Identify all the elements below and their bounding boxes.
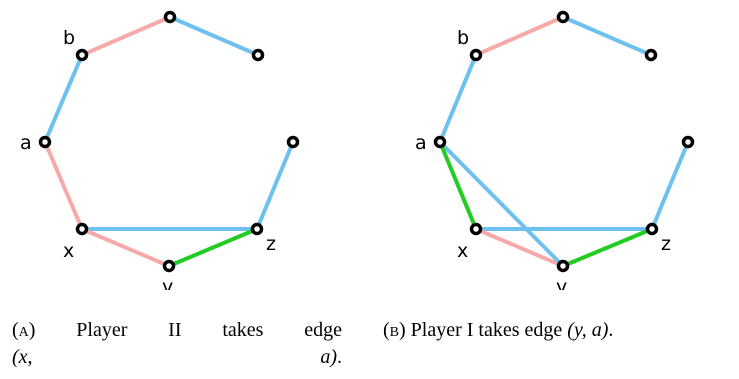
label-b: b [63, 27, 75, 49]
edge-y-z [167, 227, 259, 268]
label-a: a [415, 132, 427, 154]
caption-a-math: (x, a) [12, 346, 337, 368]
caption-b-text: Player I takes edge [410, 319, 563, 341]
edge-top-right [561, 15, 653, 57]
vertex-top-right [251, 48, 265, 62]
edge-z-right [650, 140, 690, 231]
label-a: a [20, 132, 32, 154]
caption-b-math: (y, a) [567, 319, 609, 341]
edge-y-z [561, 227, 654, 268]
edge-b-top [80, 15, 172, 57]
game-figure: b a x y z b a x y z [20, 10, 695, 290]
vertex-b [75, 48, 89, 62]
edge-b-top [474, 15, 565, 57]
edge-x-y [474, 227, 565, 268]
panel-b-graph: b a x y z [415, 10, 695, 290]
caption-b-end: . [608, 319, 614, 341]
vertex-y [556, 259, 570, 273]
vertex-a [433, 135, 447, 149]
vertex-b [469, 48, 483, 62]
vertex-z [250, 222, 264, 236]
vertex-y [162, 259, 176, 273]
edge-a-x [438, 140, 478, 231]
caption-b-tag: (b) [383, 319, 406, 341]
caption-a-line1: (a) Player II takes edge [12, 317, 342, 344]
label-x: x [63, 240, 74, 262]
vertex-right [286, 135, 300, 149]
vertex-a [38, 135, 52, 149]
vertex-top [556, 10, 570, 24]
edge-x-y [80, 227, 171, 268]
caption-a: (a) Player II takes edge (x, a). [12, 317, 342, 371]
label-z: z [266, 233, 276, 255]
label-z: z [661, 233, 671, 255]
edge-a-x [43, 140, 84, 231]
edge-top-right [168, 15, 260, 57]
caption-a-line2: (x, a). [12, 344, 342, 371]
edge-z-right [255, 140, 295, 231]
vertex-top-right [644, 48, 658, 62]
vertex-x [75, 222, 89, 236]
caption-a-text: Player II takes edge [76, 319, 342, 341]
label-x: x [457, 240, 468, 262]
panel-a-graph: b a x y z [20, 10, 300, 290]
edge-a-b [438, 53, 478, 144]
vertex-top [163, 10, 177, 24]
caption-a-tag: (a) [12, 319, 36, 341]
vertex-x [469, 222, 483, 236]
caption-b: (b) Player I takes edge (y, a). [383, 317, 733, 344]
caption-a-end: . [337, 346, 342, 368]
edge-a-b [43, 53, 84, 144]
vertex-right [681, 135, 695, 149]
label-y: y [162, 276, 173, 290]
label-y: y [556, 276, 567, 290]
vertex-z [645, 222, 659, 236]
edge-a-y [438, 140, 565, 268]
label-b: b [457, 27, 469, 49]
